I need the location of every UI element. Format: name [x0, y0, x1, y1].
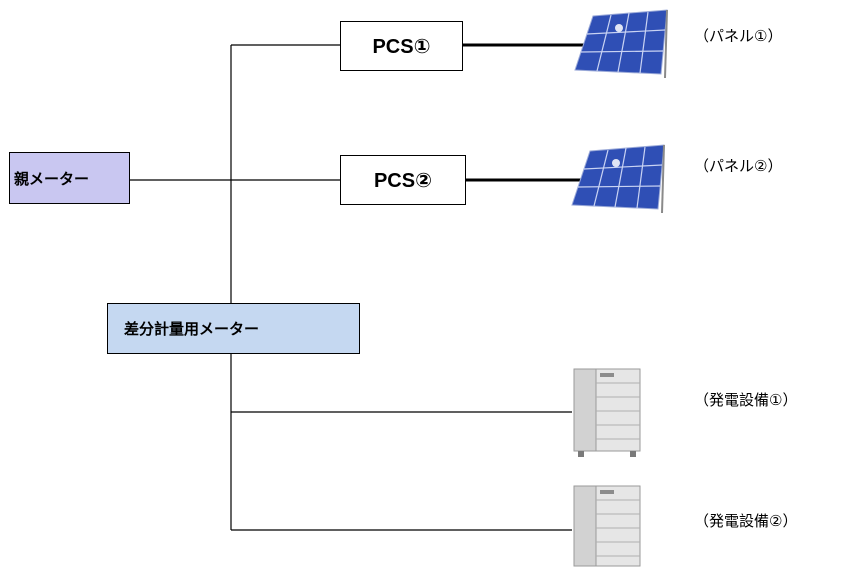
panel2-label: （パネル②） — [694, 157, 783, 175]
gen2-label: （発電設備②） — [694, 512, 798, 530]
panel1-label: （パネル①） — [694, 27, 783, 45]
pcs2-box: PCS② — [340, 155, 466, 205]
power-generator-icon — [573, 485, 641, 567]
solar-panel-icon — [574, 9, 668, 79]
pcs1-box: PCS① — [340, 21, 463, 71]
power-generator-icon — [573, 368, 641, 457]
pcs2-label: PCS② — [373, 169, 433, 192]
diff-meter-label: 差分計量用メーター — [124, 320, 260, 338]
solar-panel-icon — [571, 144, 665, 214]
main-meter-label: 親メーター — [14, 169, 90, 188]
main-meter-box: 親メーター — [9, 152, 130, 204]
diff-meter-box: 差分計量用メーター — [107, 303, 360, 354]
gen1-label: （発電設備①） — [694, 391, 798, 409]
pcs1-label: PCS① — [372, 35, 431, 58]
